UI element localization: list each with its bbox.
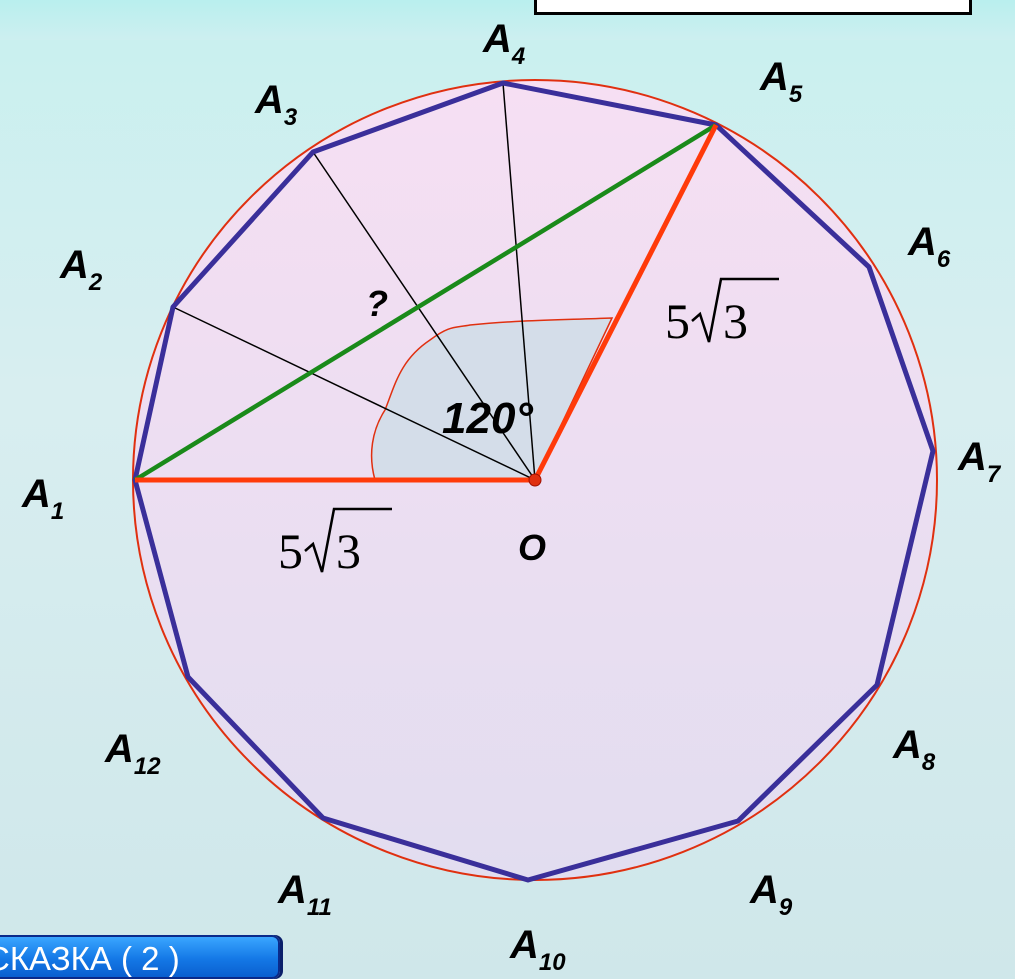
radius-label-left: 5 3 <box>278 507 392 579</box>
label-a7: A7 <box>957 435 1002 488</box>
radius-left-coef: 5 <box>278 523 303 579</box>
label-a11: A11 <box>277 868 332 921</box>
label-a10: A10 <box>509 923 566 976</box>
hint-button[interactable]: СКАЗКА ( 2 ) <box>0 935 280 979</box>
radius-label-right: 5 3 <box>665 277 779 349</box>
radius-oa5 <box>532 123 719 482</box>
hint-button-label: СКАЗКА ( 2 ) <box>0 940 180 977</box>
center-point <box>528 473 542 487</box>
radius-a3 <box>312 151 536 481</box>
radius-right-sqrt-icon <box>691 277 779 343</box>
question-mark: ? <box>366 283 388 324</box>
radius-right-coef: 5 <box>665 293 690 349</box>
center-label: O <box>518 527 546 568</box>
radius-right-radicand: 3 <box>723 293 748 349</box>
angle-label: 120° <box>442 394 533 443</box>
label-a2: A2 <box>59 243 103 296</box>
title-box <box>534 0 972 15</box>
label-a5: A5 <box>759 55 803 108</box>
chord-a1-a5 <box>133 123 718 482</box>
label-a3: A3 <box>254 78 298 131</box>
angle-120-sector <box>370 317 614 481</box>
radius-a2 <box>172 306 536 481</box>
radius-left-sqrt-icon <box>304 507 392 573</box>
radius-left-radicand: 3 <box>336 523 361 579</box>
label-a4: A4 <box>482 17 525 70</box>
dodecagon <box>132 80 936 883</box>
label-a8: A8 <box>892 723 936 776</box>
label-a1: A1 <box>21 472 64 525</box>
radius-a4 <box>502 82 536 481</box>
label-a6: A6 <box>907 220 951 273</box>
label-a9: A9 <box>749 868 793 921</box>
label-a12: A12 <box>104 727 161 780</box>
